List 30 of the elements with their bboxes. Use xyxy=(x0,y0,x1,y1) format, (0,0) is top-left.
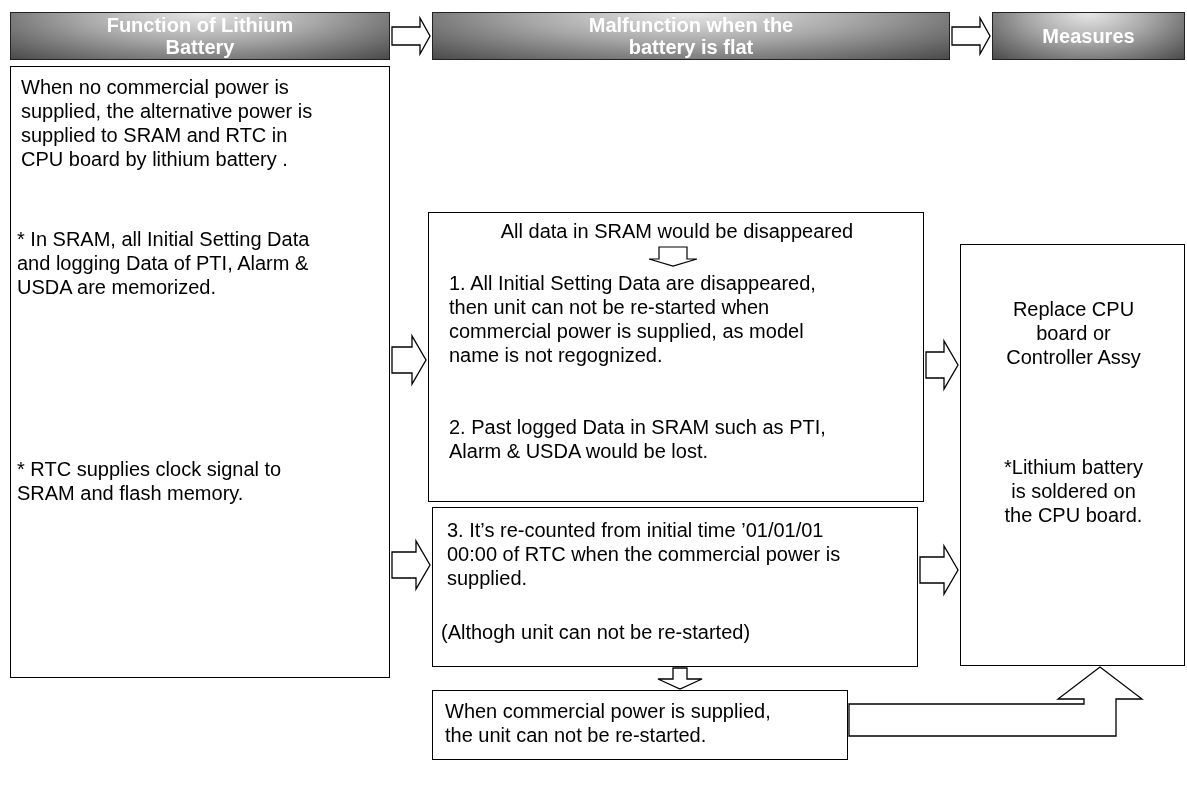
block-arrow xyxy=(951,15,991,57)
description-text: * In SRAM, all Initial Setting Data and logging Data of PTI, Alarm & USDA are memorized. xyxy=(17,227,311,299)
description-text: 1. All Initial Setting Data are disappeared, then unit can not be re-started when commercial power is supplied, as model name is not regognized. xyxy=(449,271,817,367)
block-arrow xyxy=(925,338,959,392)
description-text: When commercial power is supplied, the unit can not be re-started. xyxy=(445,699,772,747)
header-banner xyxy=(432,12,950,60)
text-box xyxy=(428,212,924,502)
text-box xyxy=(10,66,390,678)
header-banner xyxy=(10,12,390,60)
header-title: Function of Lithium Battery xyxy=(105,13,295,59)
block-arrow xyxy=(391,333,427,387)
text-box xyxy=(432,507,918,667)
text-box xyxy=(960,244,1185,666)
block-arrow xyxy=(657,667,703,690)
block-arrow xyxy=(391,15,431,57)
description-text: * RTC supplies clock signal to SRAM and flash memory. xyxy=(17,457,283,505)
header-title: Measures xyxy=(1042,24,1135,48)
description-text: Replace CPU board or Controller Assy xyxy=(1005,297,1142,369)
description-text: 3. It’s re-counted from initial time ’01/01/01 00:00 of RTC when the commercial power is supplied. xyxy=(447,518,842,590)
block-arrow xyxy=(391,538,431,592)
description-text: *Lithium battery is soldered on the CPU board. xyxy=(1003,455,1144,527)
description-text: All data in SRAM would be disappeared xyxy=(499,219,855,243)
header-title: Malfunction when the battery is flat xyxy=(587,13,795,59)
block-arrow xyxy=(919,543,959,597)
description-text: 2. Past logged Data in SRAM such as PTI, Alarm & USDA would be lost. xyxy=(449,415,827,463)
header-banner xyxy=(992,12,1185,60)
block-arrow xyxy=(848,666,1144,737)
description-text: When no commercial power is supplied, the alternative power is supplied to SRAM and RTC in CPU board by lithium battery . xyxy=(21,75,314,171)
description-text: (Althogh unit can not be re-started) xyxy=(441,620,752,644)
text-box xyxy=(432,690,848,760)
